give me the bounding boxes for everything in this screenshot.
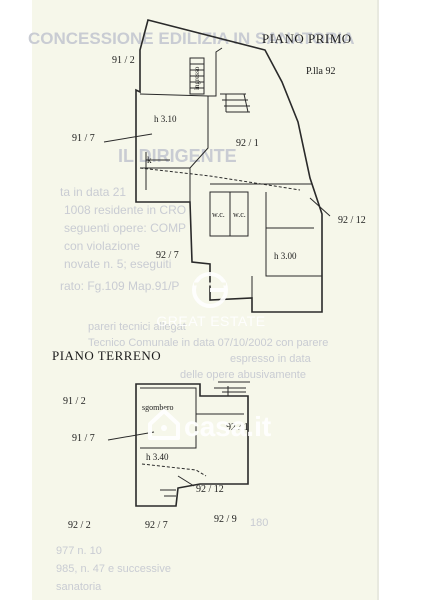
bg-line: 985, n. 47 e successive (56, 563, 171, 575)
label-height-300: h 3.00 (274, 251, 297, 261)
leader-line (309, 197, 331, 217)
label-92-12: 92 / 12 (338, 215, 366, 226)
background-document: CONCESSIONE EDILIZIA IN SANATORIA IL DIR… (28, 29, 355, 593)
bg-line: rato: Fg.109 Map.91/P (60, 279, 179, 293)
upper-wall (139, 93, 209, 169)
great-estate-watermark: GREAT ESTATE (156, 272, 265, 329)
bg-line: seguenti opere: COMP (64, 221, 186, 235)
label-g-92-7: 92 / 7 (145, 520, 168, 531)
label-92-1: 92 / 1 (236, 138, 259, 149)
ground-wall (160, 489, 176, 497)
great-estate-label: GREAT ESTATE (156, 313, 265, 329)
label-g-92-12: 92 / 12 (196, 484, 224, 495)
label-height-340: h 3.40 (146, 452, 169, 462)
label-height-310: h 3.10 (154, 114, 177, 124)
casa-it-watermark: casa.it (148, 409, 271, 442)
label-91-7: 91 / 7 (72, 133, 95, 144)
upper-wall (208, 47, 223, 97)
paper-background (32, 0, 378, 600)
bg-line: pareri tecnici allegat (88, 321, 186, 333)
label-k: k (147, 155, 152, 165)
label-wc-2: w.c. (233, 210, 246, 219)
label-g-92-1: 92 / 1 (226, 422, 249, 433)
bg-line: novate n. 5; eseguiti (64, 257, 171, 271)
upper-stairs (189, 57, 205, 95)
leader-line (177, 475, 195, 487)
bg-line: espresso in data (230, 353, 312, 365)
bg-number: 180 (250, 517, 268, 529)
casa-it-label: casa.it (184, 411, 271, 442)
ground-dashed-line (141, 463, 207, 477)
great-estate-logo-icon (192, 272, 228, 308)
label-sgombero: sgombero (142, 403, 174, 412)
upper-wall (265, 192, 322, 277)
upper-floor-title: PIANO PRIMO (262, 31, 352, 46)
leader-line (103, 133, 153, 143)
label-92-7: 92 / 7 (156, 250, 179, 261)
label-g-91-2: 91 / 2 (63, 396, 86, 407)
label-g-91-7: 91 / 7 (72, 433, 95, 444)
bg-line: delle opere abusivamente (180, 369, 306, 381)
bg-line: con violazione (64, 239, 140, 253)
bg-line: Tecnico Comunale in data 07/10/2002 con … (88, 337, 328, 349)
label-g-92-2: 92 / 2 (68, 520, 91, 531)
ground-floor-title: PIANO TERRENO (52, 348, 161, 363)
house-icon (148, 409, 180, 440)
label-wc-1: w.c. (212, 210, 225, 219)
label-91-2: 91 / 2 (112, 55, 135, 66)
bg-line: sanatoria (56, 581, 102, 593)
bg-subheading: IL DIRIGENTE (118, 146, 237, 166)
leader-line (107, 431, 155, 441)
bg-line: 1008 residente in CRO (64, 203, 186, 217)
bg-line: ta in data 21 (60, 185, 126, 199)
upper-wall (209, 191, 249, 237)
upper-floor-plan (103, 19, 331, 313)
ground-wall (140, 387, 197, 449)
upper-dashed-line (139, 167, 301, 191)
ground-outer-stairs (214, 381, 250, 396)
label-ingresso: ingresso (193, 66, 201, 90)
kitchen-marker (145, 152, 170, 190)
bg-heading: CONCESSIONE EDILIZIA IN SANATORIA (28, 29, 355, 48)
upper-outline (135, 19, 323, 313)
bg-line: 977 n. 10 (56, 545, 102, 557)
upper-outer-stairs (220, 93, 250, 113)
label-g-92-9: 92 / 9 (214, 514, 237, 525)
ground-outline (135, 383, 249, 507)
parcel-note: P.lla 92 (306, 66, 335, 77)
ground-floor-plan (107, 381, 250, 507)
scan-edge (377, 0, 379, 600)
